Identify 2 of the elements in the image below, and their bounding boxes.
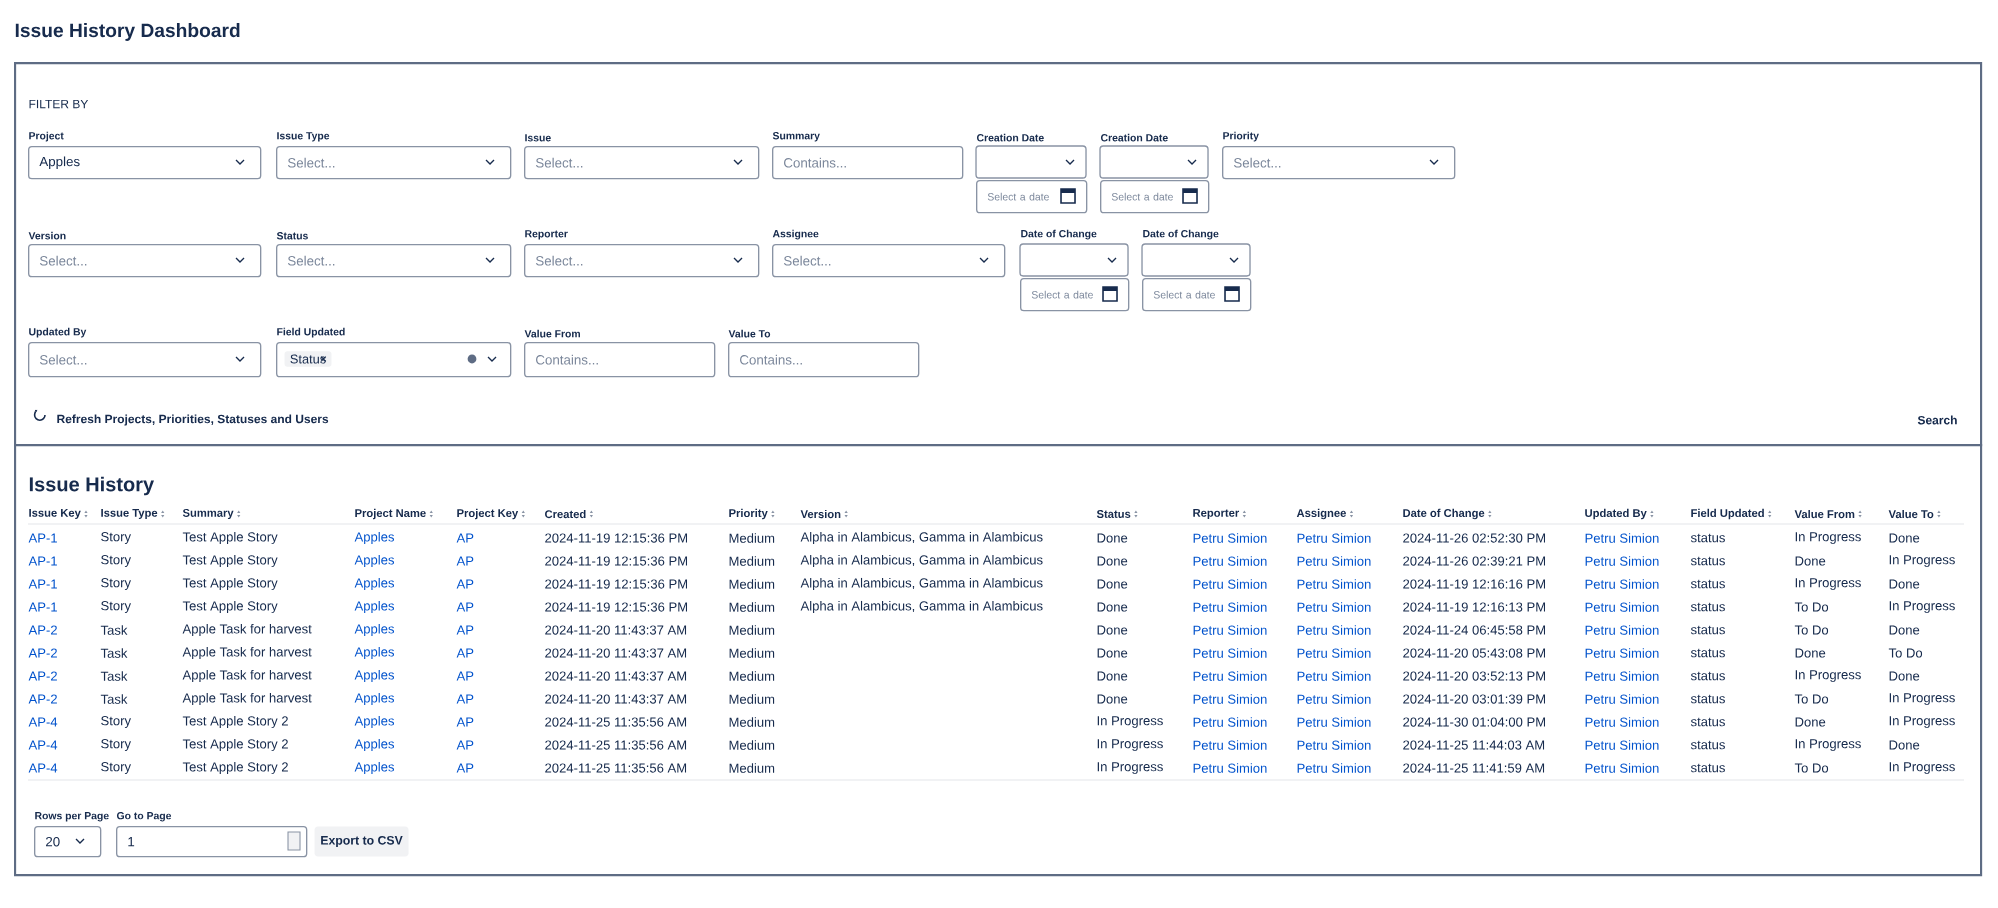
page-title: Issue History Dashboard xyxy=(15,23,240,41)
section-heading: Issue History xyxy=(29,476,154,496)
